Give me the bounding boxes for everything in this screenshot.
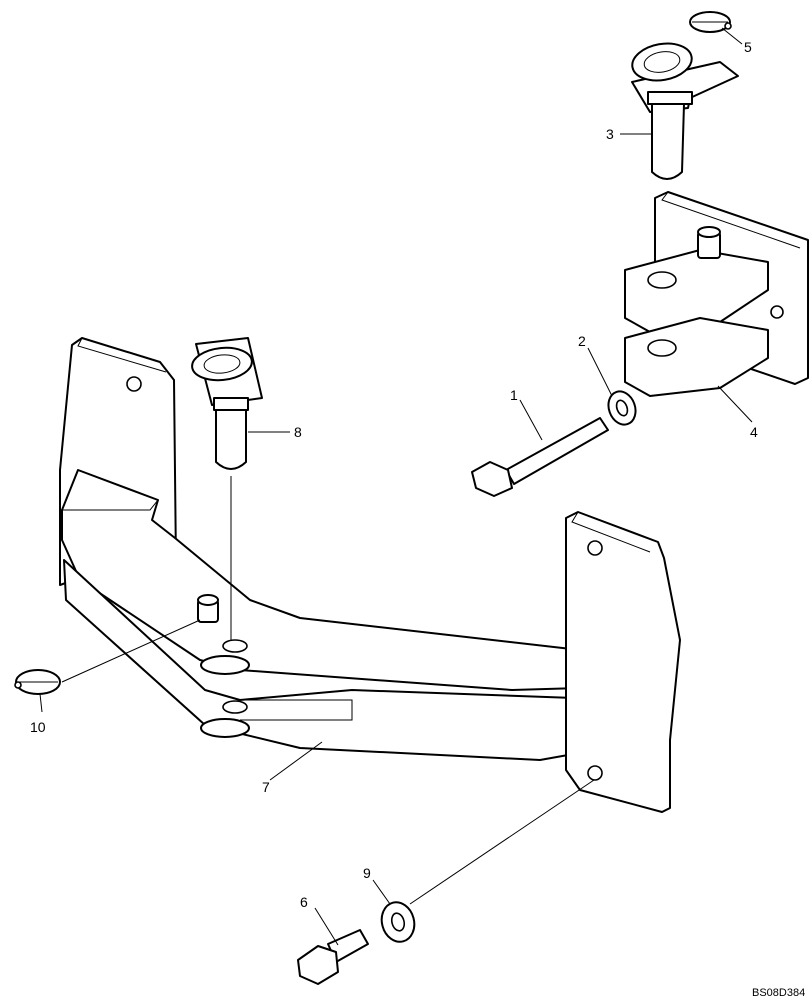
lynch-clip-10 [14, 619, 201, 695]
callout-4: 4 [750, 424, 758, 440]
upright-hole-left [126, 376, 142, 392]
ring-pin-8 [191, 337, 263, 640]
callouts: 1 2 3 4 5 6 7 8 9 10 [30, 39, 758, 910]
washer-2 [607, 390, 637, 426]
arm-hole-upper [222, 639, 248, 653]
callout-6: 6 [300, 894, 308, 910]
hitch-clevis-4 [624, 191, 809, 397]
callout-10: 10 [30, 719, 46, 735]
lynch-clip-5 [689, 11, 732, 33]
bracket-frame [59, 337, 681, 813]
callout-3: 3 [606, 126, 614, 142]
callout-1: 1 [510, 387, 518, 403]
callout-2: 2 [578, 333, 586, 349]
figure-reference-code: BS08D384 [752, 987, 805, 999]
bolt-1 [471, 417, 609, 497]
leader-lines [39, 27, 753, 946]
right-upright-plate [565, 511, 681, 813]
callout-9: 9 [363, 865, 371, 881]
upright-hole-right [587, 540, 603, 556]
upright-hole-lower [587, 765, 603, 781]
callout-7: 7 [262, 779, 270, 795]
arm-hole-lower [222, 700, 248, 714]
ring-pin-3 [631, 42, 739, 180]
callout-5: 5 [744, 39, 752, 55]
callout-8: 8 [294, 424, 302, 440]
washer-9 [380, 779, 595, 943]
bolt-6 [297, 929, 369, 985]
